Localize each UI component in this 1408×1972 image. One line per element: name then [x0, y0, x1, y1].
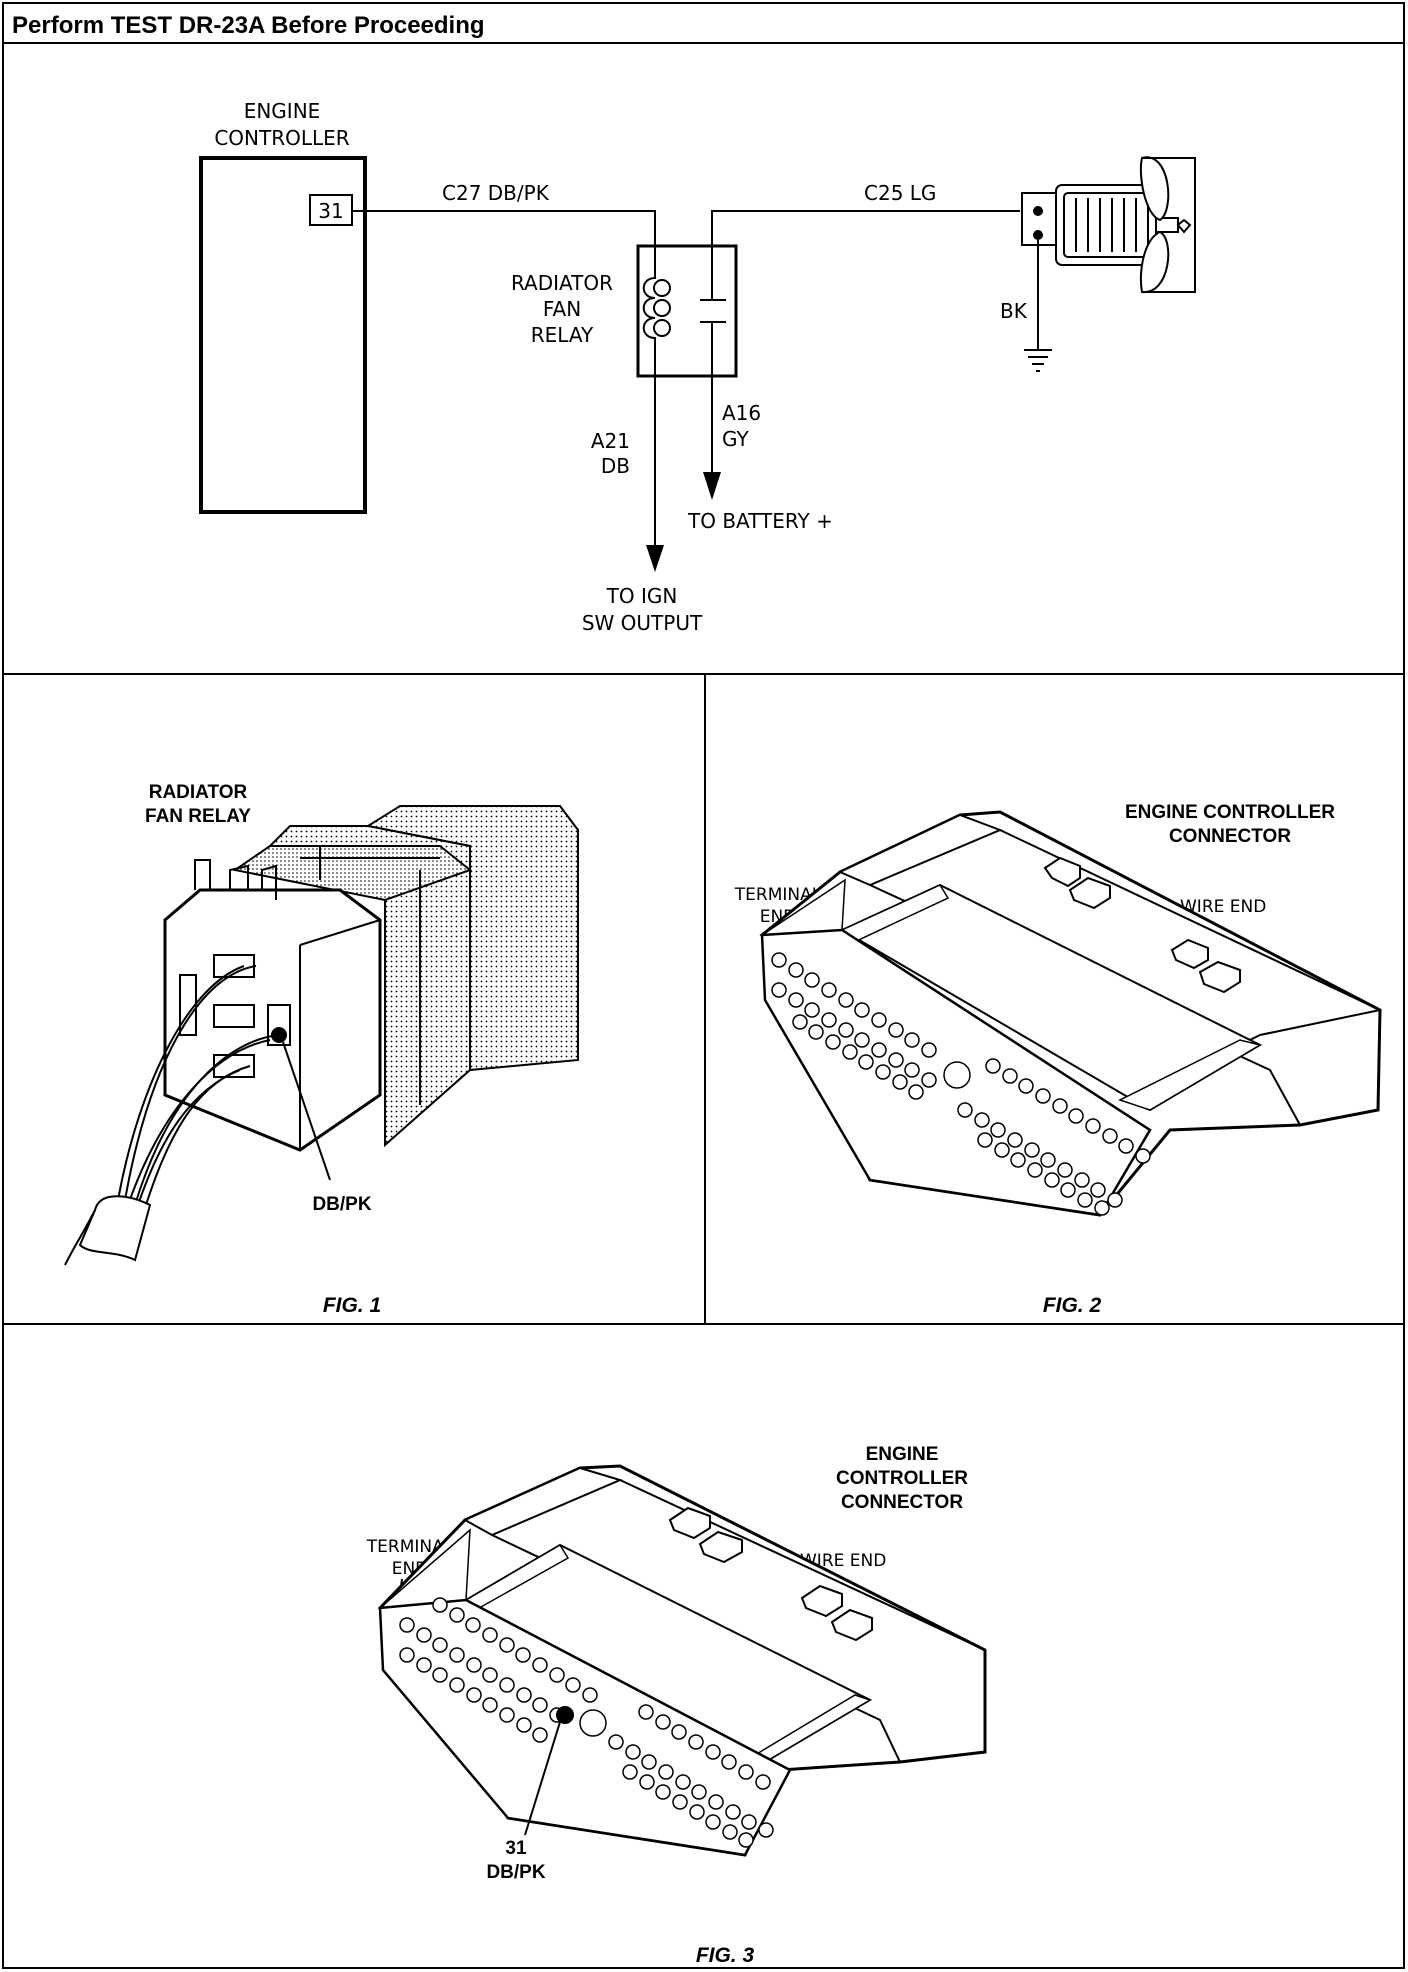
- wire-bk-label: BK: [1000, 299, 1028, 323]
- wire-a16-label-2: GY: [722, 427, 750, 451]
- fig1-callout-line: [282, 1041, 331, 1181]
- wire-loom: [78, 1195, 152, 1262]
- arrow-down-icon: [646, 545, 664, 572]
- fan-motor-icon: [1021, 156, 1196, 294]
- wire-a16-label-1: A16: [722, 401, 761, 425]
- wire-c25: [711, 210, 1020, 212]
- to-ign-label-2: SW OUTPUT: [582, 611, 703, 635]
- fig1-callout: DB/PK: [312, 1194, 371, 1215]
- fig2-pin-array: [771, 952, 1151, 1216]
- fig3-pin-array: [399, 1597, 774, 1848]
- page-title: Perform TEST DR-23A Before Proceeding: [12, 12, 485, 39]
- to-battery-label: TO BATTERY +: [687, 509, 833, 533]
- fig1-title-1: RADIATOR: [149, 782, 248, 803]
- relay-label-3: RELAY: [531, 323, 594, 347]
- engine-controller-label-1: ENGINE: [244, 99, 321, 123]
- to-ign-label-1: TO IGN: [606, 584, 678, 608]
- fig3-title-2: CONTROLLER: [836, 1468, 968, 1489]
- fig2-title-2: CONNECTOR: [1169, 826, 1291, 847]
- engine-controller-label-2: CONTROLLER: [214, 126, 349, 150]
- arrow-down-icon-2: [703, 472, 721, 500]
- fig1-relay-illustration: RADIATOR FAN RELAY DB/PK FIG. 1: [64, 782, 579, 1317]
- fig3-terminal-end-1: TERMINAL: [366, 1537, 454, 1557]
- fig2-terminal-end-1: TERMINAL: [734, 885, 822, 905]
- fig1-caption: FIG. 1: [323, 1294, 381, 1317]
- fig3-caption: FIG. 3: [696, 1944, 755, 1967]
- wire-c27-label: C27 DB/PK: [442, 181, 550, 205]
- fig3-callout-1: 31: [505, 1838, 527, 1859]
- relay-coil: [642, 248, 656, 376]
- fig3-title-1: ENGINE: [866, 1444, 939, 1465]
- fig3-title-3: CONNECTOR: [841, 1492, 963, 1513]
- engine-controller-box: [199, 156, 367, 514]
- fig2-title-1: ENGINE CONTROLLER: [1125, 802, 1335, 823]
- header-bar: Perform TEST DR-23A Before Proceeding: [2, 2, 1405, 44]
- relay-label-1: RADIATOR: [511, 271, 613, 295]
- fig3-connector-illustration: ENGINE CONTROLLER CONNECTOR TERMINAL END…: [366, 1444, 987, 1967]
- fig3-callout-line: [524, 1721, 561, 1836]
- fig3-callout-2: DB/PK: [486, 1862, 545, 1883]
- relay-box: [636, 244, 738, 378]
- relay-wire-1: [124, 965, 257, 1201]
- pin-label: 31: [318, 199, 343, 223]
- ground-icon: [1024, 349, 1052, 372]
- pin-31-highlight: [556, 1706, 574, 1724]
- fig2-caption: FIG. 2: [1043, 1294, 1102, 1317]
- fig1-title-2: FAN RELAY: [145, 806, 251, 827]
- fig2-wire-end: WIRE END: [1180, 897, 1266, 917]
- wire-a21-label-1: A21: [591, 429, 630, 453]
- relay-label-2: FAN: [543, 297, 581, 321]
- wire-c25-label: C25 LG: [864, 181, 936, 205]
- wire-a21-label-2: DB: [601, 454, 630, 478]
- fig2-connector-illustration: ENGINE CONTROLLER CONNECTOR TERMINAL END…: [734, 802, 1382, 1317]
- wiring-schematic: ENGINE CONTROLLER 31 C27 DB/PK RADIATOR …: [199, 99, 1196, 635]
- wire-c27: [352, 210, 656, 248]
